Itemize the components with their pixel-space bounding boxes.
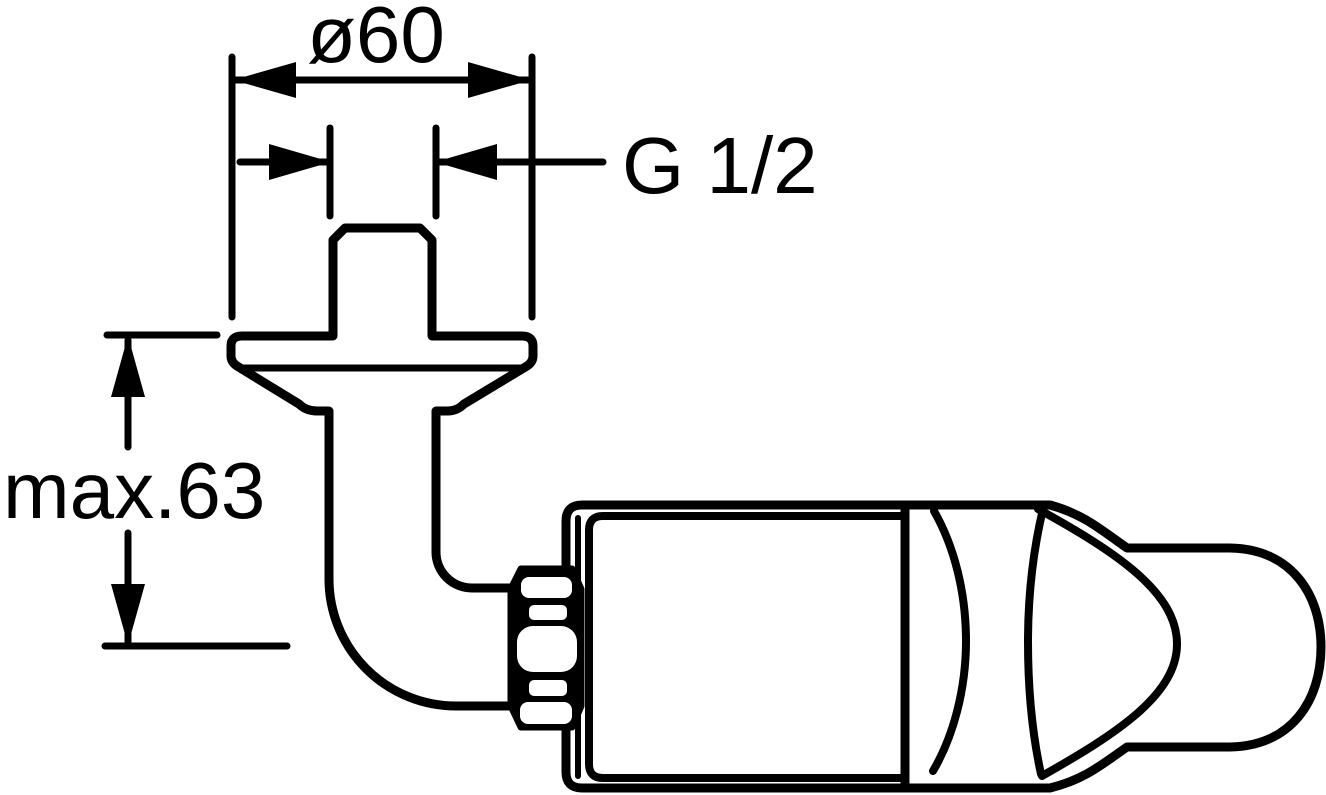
dimension-thread-g12: G 1/2 [236,121,818,220]
thread-label: G 1/2 [622,121,818,210]
collar-left-arc [929,507,970,775]
hex-nut-bottom-facet [520,702,572,724]
collar-right-arc [1024,505,1047,778]
dimension-max63: max.63 [3,331,291,650]
thread-arrow-left [269,144,331,180]
max63-arrow-down [111,584,145,645]
hex-nut [507,565,585,731]
max-height-label: max.63 [3,446,265,535]
flange-elbow-outline [226,223,538,711]
diameter-arrow-right [468,62,531,98]
diameter-arrow-left [233,62,296,98]
dimension-diameter-60: ø60 [228,0,536,321]
button-base-arc [1034,505,1181,780]
valve-body-assembly [561,500,1326,793]
flange-elbow-assembly [226,223,538,711]
thread-arrow-right [435,144,497,180]
hex-nut-middle-facet [517,626,577,672]
max63-arrow-up [111,336,145,397]
body-inner-face-line [585,512,909,782]
hex-nut-lower-band [529,680,567,696]
diameter-label: ø60 [307,0,445,79]
hex-nut-top-facet [521,577,572,598]
hex-nut-upper-band [529,605,567,620]
